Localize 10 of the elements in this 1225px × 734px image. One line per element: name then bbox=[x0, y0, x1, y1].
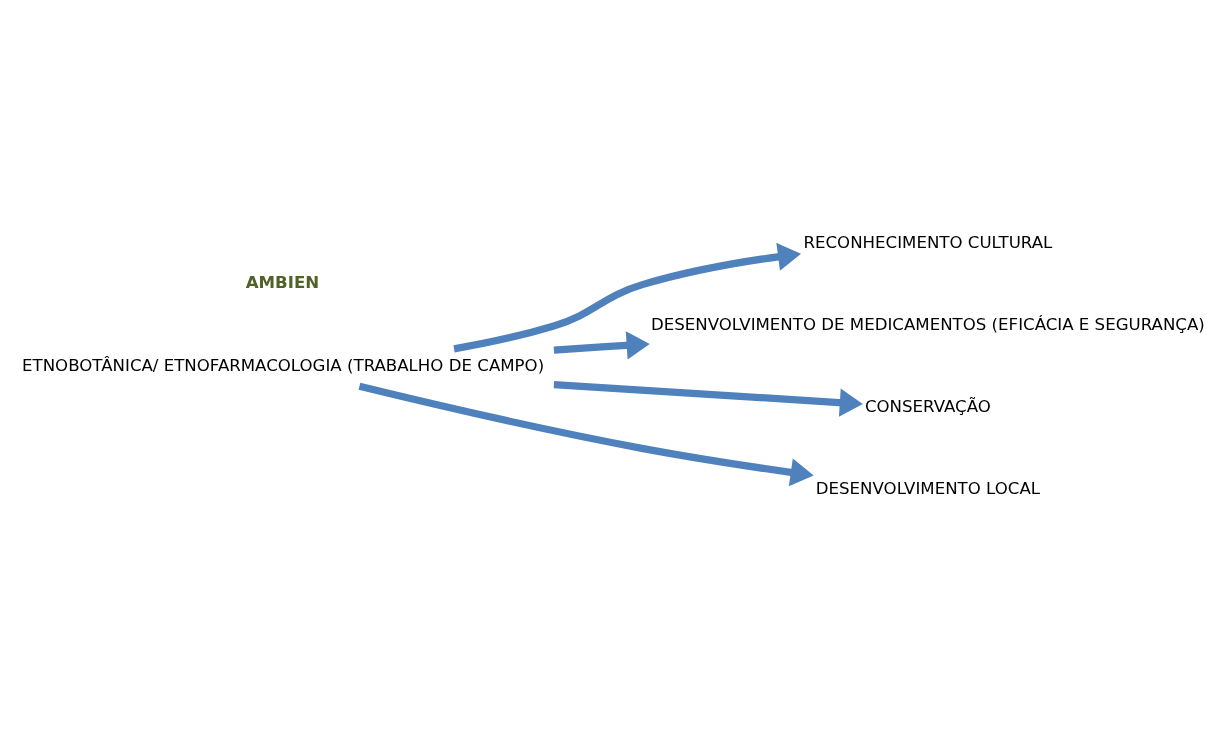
arrow bbox=[358, 382, 814, 487]
node-text: CONSERVAÇÃO bbox=[864, 397, 991, 416]
arrow bbox=[453, 242, 802, 353]
label: AMBIEN bbox=[245, 273, 320, 293]
node-text: DESENVOLVIMENTO DE MEDICAMENTOS (EFICÁCIA E SEGURANÇA) bbox=[650, 314, 1205, 334]
node-text: RECONHECIMENTO CULTURAL bbox=[803, 232, 1053, 252]
node-text: DESENVOLVIMENTO LOCAL bbox=[815, 479, 1041, 499]
arrow bbox=[553, 331, 650, 360]
node-text: ETNOBOTÂNICA/ ETNOFARMACOLOGIA (TRABALHO DE CAMPO) bbox=[22, 356, 545, 376]
arrow bbox=[553, 380, 863, 417]
